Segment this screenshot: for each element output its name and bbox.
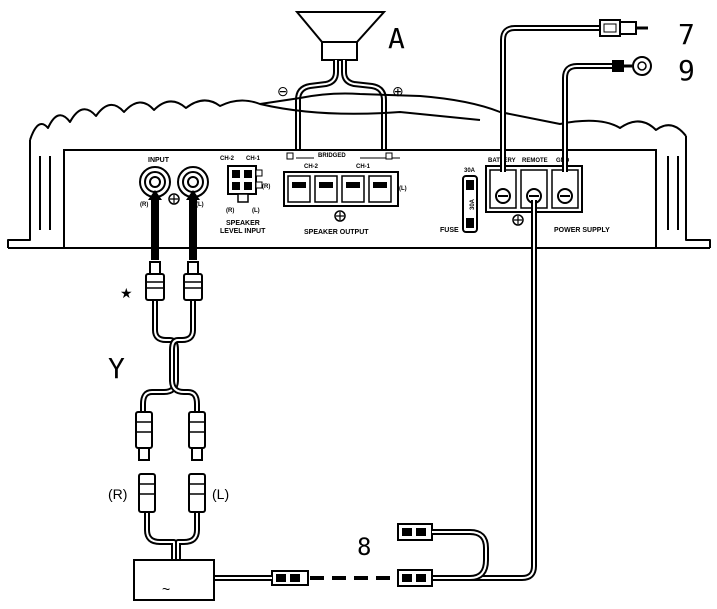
speaker-output-terminal-block [283, 171, 399, 207]
callout-a: A [388, 22, 405, 55]
fuse-rating-label: 30A [464, 168, 476, 174]
input-r-label: (R) [140, 202, 148, 208]
bridged-plus-icon [385, 152, 393, 160]
speaker-level-l-sub-label: (L) [252, 208, 260, 214]
rca-socket-left-icon [138, 473, 156, 513]
power-terminal-block [485, 165, 583, 213]
rca-plug-right-top-icon [183, 261, 203, 301]
speaker-level-r-label: (R) [262, 184, 270, 190]
ground-screw-icon [168, 193, 180, 205]
speaker-level-ch1-label: CH-1 [246, 156, 261, 162]
callout-8: 8 [357, 533, 371, 561]
speaker-minus-symbol: ⊖ [277, 83, 289, 99]
source-unit-box [133, 559, 215, 601]
rca-cable [140, 300, 200, 560]
callout-9: 9 [678, 54, 695, 87]
speaker-output-screw-icon [334, 210, 346, 222]
speaker-icon [294, 11, 387, 61]
ground-ring-terminal-icon [612, 56, 652, 76]
remote-connector-upper-icon [397, 523, 433, 541]
rca-input-left-jack [139, 166, 171, 198]
remote-y-wire [432, 529, 489, 581]
rca-input-right-jack [177, 166, 209, 198]
power-screw-icon [512, 214, 524, 226]
rca-socket-right-icon [188, 473, 206, 513]
speaker-level-input-connector [227, 165, 263, 203]
callout-y: Y [108, 352, 125, 385]
remote-wire [432, 200, 537, 581]
ground-wire [562, 63, 612, 172]
output-ch1-label: CH-1 [356, 164, 371, 170]
speaker-plus-symbol: ⊕ [392, 83, 404, 99]
cable-r-label: (R) [108, 486, 127, 502]
power-supply-label: POWER SUPPLY [554, 227, 610, 234]
speaker-level-ch2-label: CH-2 [220, 156, 235, 162]
output-ch2-label: CH-2 [304, 164, 319, 170]
output-l-label: (L) [399, 186, 407, 192]
source-unit-symbol: ~ [162, 581, 170, 597]
star-marker: ★ [120, 285, 133, 301]
fuse-body-label: 30A [470, 198, 476, 210]
rca-plug-right-mid-icon [188, 411, 206, 461]
remote-connector-lower-icon [397, 569, 433, 587]
speaker-level-r-sub-label: (R) [226, 208, 234, 214]
remote-label: REMOTE [522, 158, 548, 164]
input-label: INPUT [148, 157, 170, 164]
bridged-label: BRIDGED [318, 153, 346, 159]
rca-plug-left-top-icon [145, 261, 165, 301]
rca-plug-left-mid-icon [135, 411, 153, 461]
speaker-label: SPEAKER [226, 220, 260, 227]
input-l-label: (L) [196, 202, 204, 208]
bridged-minus-icon [286, 152, 294, 160]
battery-wire [500, 25, 600, 172]
rca-insert-arrows [148, 190, 200, 260]
source-remote-connector-icon [271, 570, 309, 586]
cable-l-label: (L) [212, 486, 229, 502]
fuse-label: FUSE [440, 227, 459, 234]
callout-7: 7 [678, 18, 695, 51]
level-input-label: LEVEL INPUT [220, 228, 266, 235]
speaker-output-label: SPEAKER OUTPUT [304, 229, 369, 236]
fuse-icon [462, 175, 478, 233]
battery-fuse-holder-icon [599, 19, 648, 37]
